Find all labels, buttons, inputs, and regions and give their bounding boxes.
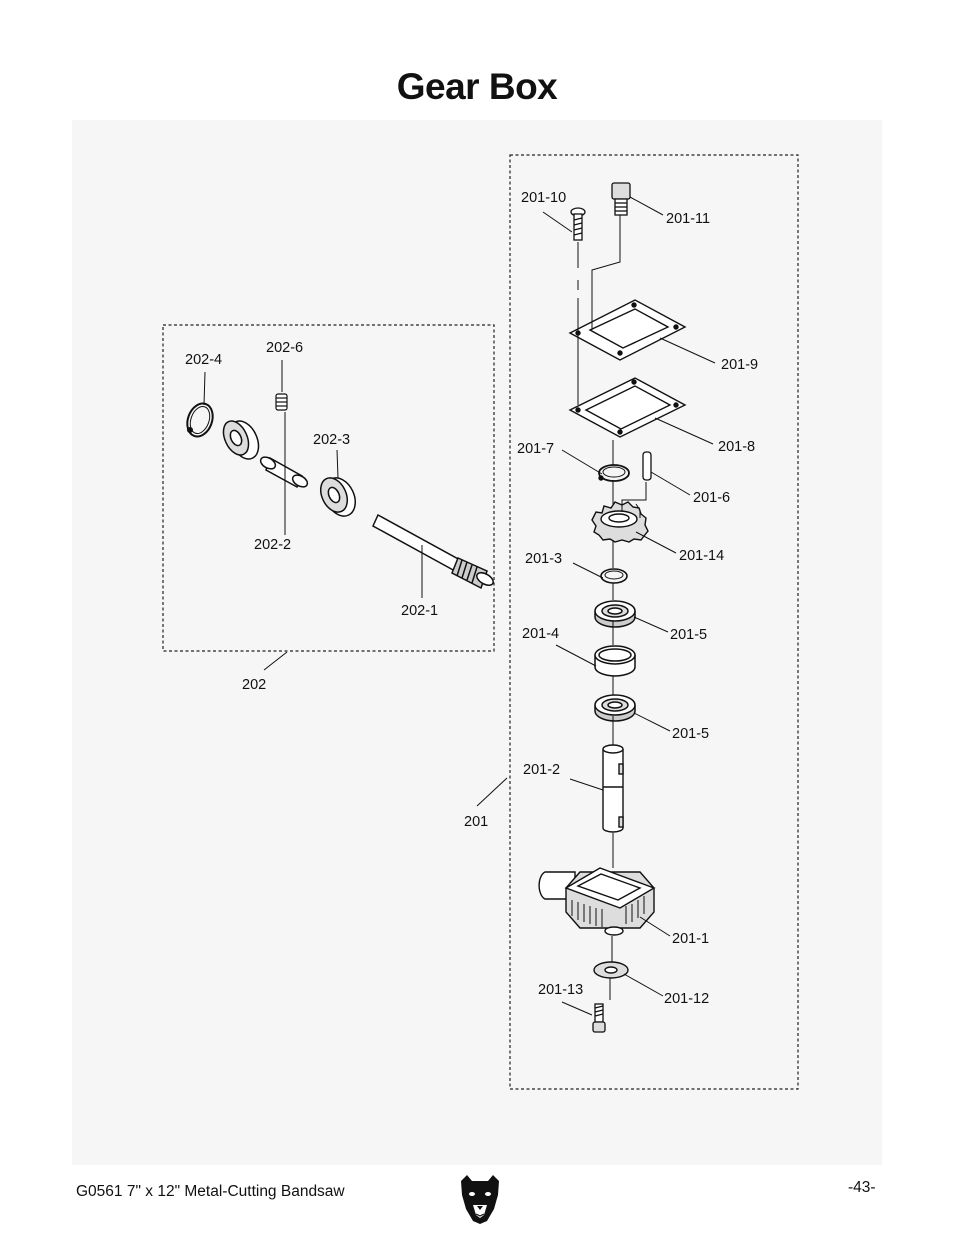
label-202: 202 bbox=[242, 677, 266, 693]
cover-plate-201-9 bbox=[568, 299, 687, 361]
label-201-5-lower: 201-5 bbox=[672, 726, 709, 742]
washer-201-12 bbox=[593, 961, 629, 979]
bearing-202-3 bbox=[319, 477, 356, 517]
group-201-box bbox=[509, 154, 799, 1090]
worm-shaft-202-1 bbox=[372, 513, 494, 590]
label-202-3: 202-3 bbox=[313, 432, 350, 448]
label-201-5-upper: 201-5 bbox=[670, 627, 707, 643]
set-screw-202-6 bbox=[275, 393, 288, 411]
gasket-201-8 bbox=[568, 377, 687, 438]
page-title: Gear Box bbox=[396, 66, 558, 107]
label-201-11: 201-11 bbox=[666, 211, 710, 227]
label-202-2: 202-2 bbox=[254, 537, 291, 553]
bearing-201-5-lower bbox=[594, 694, 636, 722]
screw-201-10 bbox=[570, 207, 586, 241]
label-201-2: 201-2 bbox=[523, 762, 560, 778]
key-201-6 bbox=[642, 451, 652, 481]
gear-box-housing-201-1 bbox=[538, 867, 656, 936]
label-201-7: 201-7 bbox=[517, 441, 554, 457]
label-201-13: 201-13 bbox=[538, 982, 583, 998]
label-201-8: 201-8 bbox=[718, 439, 755, 455]
sleeve-201-4 bbox=[594, 645, 636, 677]
label-201-14: 201-14 bbox=[679, 548, 724, 564]
retaining-ring-202-4 bbox=[186, 402, 214, 438]
label-202-6: 202-6 bbox=[266, 340, 303, 356]
retaining-ring-201-7 bbox=[598, 464, 630, 482]
label-201-6: 201-6 bbox=[693, 490, 730, 506]
label-201-3: 201-3 bbox=[525, 551, 562, 567]
bear-head-logo-icon bbox=[461, 1175, 499, 1224]
bearing-201-5-upper bbox=[594, 600, 636, 628]
gear-201-14 bbox=[591, 501, 649, 543]
label-202-4: 202-4 bbox=[185, 352, 222, 368]
page-number: -43- bbox=[848, 1179, 876, 1196]
label-201-4: 201-4 bbox=[522, 626, 559, 642]
label-202-1: 202-1 bbox=[401, 603, 438, 619]
label-201-10: 201-10 bbox=[521, 190, 566, 206]
assembly-lines-201 bbox=[577, 215, 647, 1000]
plug-201-11 bbox=[611, 182, 631, 216]
label-201-1: 201-1 bbox=[672, 931, 709, 947]
label-201-12: 201-12 bbox=[664, 991, 709, 1007]
label-201: 201 bbox=[464, 814, 488, 830]
leaders-202 bbox=[203, 360, 423, 671]
spacer-202-2 bbox=[259, 456, 309, 489]
bearing-202-left bbox=[222, 420, 260, 460]
ring-201-3 bbox=[600, 568, 628, 584]
footer-model-name: G0561 7" x 12" Metal-Cutting Bandsaw bbox=[76, 1183, 345, 1200]
group-202-box bbox=[162, 324, 495, 652]
shaft-201-2 bbox=[602, 744, 624, 833]
label-201-9: 201-9 bbox=[721, 357, 758, 373]
diagram-background bbox=[72, 120, 882, 1165]
leaders-201 bbox=[476, 196, 716, 1016]
screw-201-13 bbox=[592, 1003, 606, 1033]
